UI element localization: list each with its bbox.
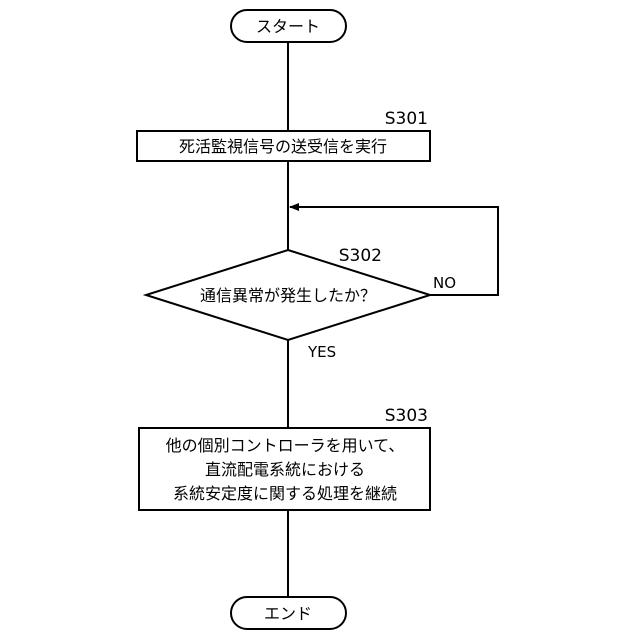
process-label-s303-line1: 他の個別コントローラを用いて、 bbox=[166, 436, 405, 455]
yes-branch-label: YES bbox=[307, 343, 336, 361]
no-branch-label: NO bbox=[433, 274, 456, 292]
end-label: エンド bbox=[264, 604, 312, 623]
process-label-s301: 死活監視信号の送受信を実行 bbox=[179, 137, 387, 156]
start-label: スタート bbox=[256, 17, 320, 36]
step-id-s303: S303 bbox=[385, 406, 428, 426]
process-label-s303-line3: 系統安定度に関する処理を継続 bbox=[173, 484, 397, 503]
step-id-s301: S301 bbox=[385, 109, 428, 129]
decision-label-s302: 通信異常が発生したか？ bbox=[200, 286, 376, 305]
process-label-s303-line2: 直流配電系統における bbox=[205, 460, 365, 479]
step-id-s302: S302 bbox=[339, 246, 382, 266]
